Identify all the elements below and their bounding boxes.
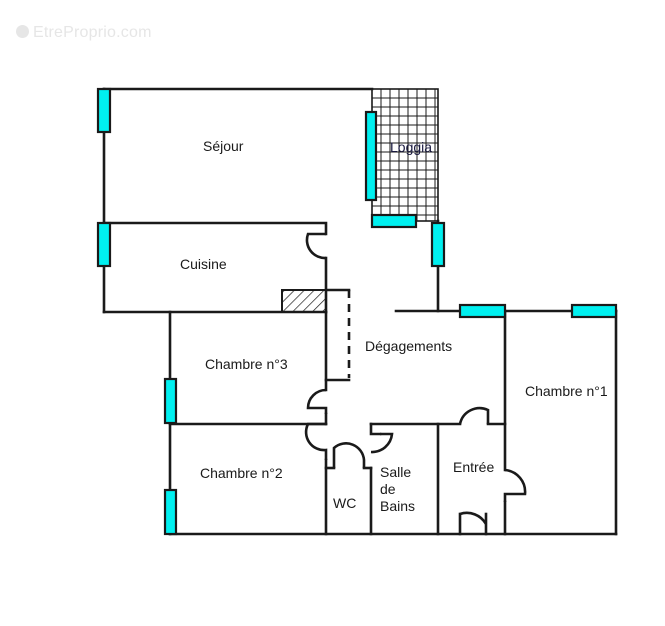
label-chambre1: Chambre n°1 <box>525 383 608 399</box>
window-loggia-bottom <box>370 213 418 229</box>
door-swings <box>304 232 527 525</box>
windows <box>96 87 618 536</box>
label-loggia: Loggia <box>390 139 432 155</box>
window-sejour <box>96 87 112 134</box>
label-cuisine: Cuisine <box>180 256 227 272</box>
watermark-text: EtreProprio.com <box>33 24 152 41</box>
window-cuisine <box>96 221 112 268</box>
window-chambre2 <box>163 488 178 536</box>
label-chambre2: Chambre n°2 <box>200 465 283 481</box>
window-entree <box>458 303 507 319</box>
room-labels: Séjour Loggia Cuisine Chambre n°3 Dégage… <box>180 138 608 514</box>
label-sejour: Séjour <box>203 138 244 154</box>
label-entree: Entrée <box>453 459 494 475</box>
hatched-duct <box>281 289 327 313</box>
walls <box>102 87 618 536</box>
copyright-icon <box>16 25 29 38</box>
loggia-area <box>371 88 439 222</box>
watermark: EtreProprio.com <box>16 24 152 42</box>
label-degagements: Dégagements <box>365 338 452 354</box>
label-bains: Bains <box>380 498 415 514</box>
label-de: de <box>380 481 396 497</box>
window-loggia-left <box>364 110 378 202</box>
window-degagements <box>430 221 446 268</box>
label-salle: Salle <box>380 464 411 480</box>
window-chambre1 <box>570 303 618 319</box>
window-chambre3 <box>163 377 178 425</box>
label-chambre3: Chambre n°3 <box>205 356 288 372</box>
label-wc: WC <box>333 495 356 511</box>
